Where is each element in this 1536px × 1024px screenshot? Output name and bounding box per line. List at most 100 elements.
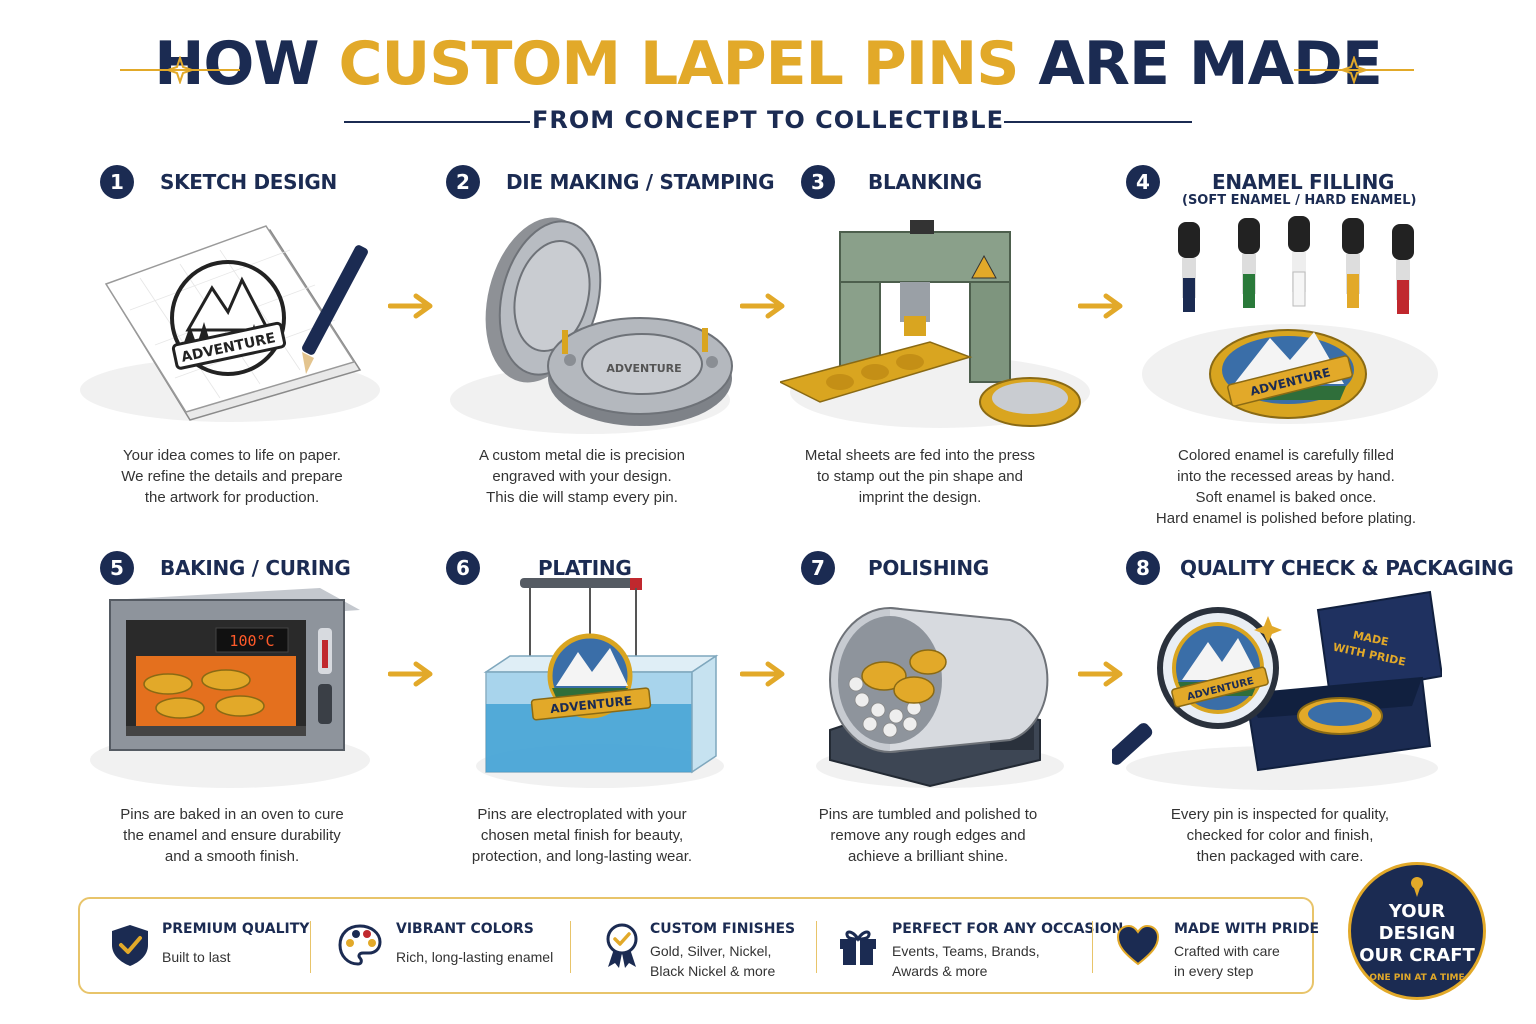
feature-text-line: Crafted with care bbox=[1174, 943, 1280, 959]
step-2-desc-line: engraved with your design. bbox=[492, 468, 672, 485]
subtitle-rule-left bbox=[344, 121, 530, 123]
die-pin-text: ADVENTURE bbox=[606, 362, 681, 375]
arrow-right-icon bbox=[388, 661, 433, 687]
brand-seal: YOUR DESIGN OUR CRAFT ONE PIN AT A TIME bbox=[1348, 862, 1486, 1000]
feature-text-line: in every step bbox=[1174, 963, 1254, 979]
subtitle-rule-right bbox=[1004, 121, 1192, 123]
step-5-number: 5 bbox=[100, 551, 134, 585]
step-2-desc-line: A custom metal die is precision bbox=[479, 447, 685, 464]
magnifier-icon: MADE WITH PRIDE ADVENTURE bbox=[1112, 590, 1442, 790]
feature-text-line: Black Nickel & more bbox=[650, 963, 776, 979]
feature-custom-finishes: CUSTOM FINISHES Gold, Silver, Nickel, Bl… bbox=[594, 899, 814, 992]
arrow-right-icon bbox=[740, 661, 785, 687]
arrow-right-icon bbox=[388, 293, 433, 319]
step-3-description: Metal sheets are fed into the press to s… bbox=[770, 445, 1070, 508]
step-4-desc-line: Soft enamel is baked once. bbox=[1195, 489, 1377, 506]
feature-title: PERFECT FOR ANY OCCASION bbox=[892, 921, 1124, 937]
gift-icon bbox=[840, 930, 876, 965]
step-8-desc-line: checked for color and finish, bbox=[1186, 827, 1374, 844]
feature-premium-quality: PREMIUM QUALITY Built to last bbox=[102, 899, 312, 992]
step-7-number: 7 bbox=[801, 551, 835, 585]
pin-icon bbox=[1411, 877, 1423, 897]
feature-vibrant-colors: VIBRANT COLORS Rich, long-lasting enamel bbox=[336, 899, 566, 992]
sparkle-icon bbox=[166, 56, 194, 84]
seal-line-1: YOUR DESIGN bbox=[1378, 901, 1456, 944]
step-6-title: PLATING bbox=[538, 556, 632, 580]
step-7-description: Pins are tumbled and polished to remove … bbox=[778, 804, 1078, 867]
step-4-desc-line: Hard enamel is polished before plating. bbox=[1155, 510, 1417, 527]
palette-icon bbox=[338, 924, 382, 966]
feature-divider bbox=[310, 921, 311, 973]
dropper-icon: ADVENTURE bbox=[1142, 216, 1438, 424]
step-4-description: Colored enamel is carefully filled into … bbox=[1136, 445, 1436, 529]
step-5-desc-line: Pins are baked in an oven to cure bbox=[120, 806, 344, 823]
feature-divider bbox=[816, 921, 817, 973]
oven-icon: 100°C bbox=[90, 588, 370, 788]
step-7-desc-line: Pins are tumbled and polished to bbox=[818, 806, 1038, 823]
step-5-description: Pins are baked in an oven to cure the en… bbox=[82, 804, 382, 867]
step-8-number: 8 bbox=[1126, 551, 1160, 585]
step-4-subtitle: (SOFT ENAMEL / HARD ENAMEL) bbox=[1182, 193, 1417, 208]
step-7-desc-line: achieve a brilliant shine. bbox=[847, 848, 1009, 865]
sparkle-icon bbox=[1340, 56, 1368, 84]
step-4-desc-line: into the recessed areas by hand. bbox=[1177, 468, 1395, 485]
tumbler-icon bbox=[816, 607, 1064, 788]
title-part-are-made: ARE MADE bbox=[1038, 29, 1382, 99]
step-1-number: 1 bbox=[100, 165, 134, 199]
seal-line-2: OUR CRAFT bbox=[1359, 945, 1475, 966]
shield-check-icon bbox=[112, 925, 148, 966]
step-8-title: QUALITY CHECK & PACKAGING bbox=[1180, 556, 1514, 580]
step-8-desc-line: Every pin is inspected for quality, bbox=[1170, 806, 1390, 823]
step-8-desc-line: then packaged with care. bbox=[1196, 848, 1364, 865]
page-subtitle: FROM CONCEPT TO COLLECTIBLE bbox=[532, 106, 1004, 134]
step-3-number: 3 bbox=[801, 165, 835, 199]
step-2-title: DIE MAKING / STAMPING bbox=[506, 170, 775, 194]
step-8-description: Every pin is inspected for quality, chec… bbox=[1130, 804, 1430, 867]
feature-title: VIBRANT COLORS bbox=[396, 921, 534, 937]
step-4-desc-line: Colored enamel is carefully filled bbox=[1178, 447, 1394, 464]
step-3-desc-line: to stamp out the pin shape and bbox=[817, 468, 1023, 485]
step-1-title: SKETCH DESIGN bbox=[160, 170, 337, 194]
feature-text: Gold, Silver, Nickel, Black Nickel & mor… bbox=[650, 941, 775, 981]
sketch-icon: ADVENTURE bbox=[80, 225, 380, 422]
step-5-desc-line: and a smooth finish. bbox=[164, 848, 300, 865]
seal-line-3: ONE PIN AT A TIME bbox=[1369, 973, 1465, 983]
title-rule-right bbox=[1294, 69, 1414, 71]
feature-made-with-pride: MADE WITH PRIDE Crafted with care in eve… bbox=[1114, 899, 1319, 992]
feature-text: Events, Teams, Brands, Awards & more bbox=[892, 941, 1040, 981]
title-part-highlight: CUSTOM LAPEL PINS bbox=[338, 29, 1019, 99]
step-2-desc-line: This die will stamp every pin. bbox=[486, 489, 678, 506]
step-1-description: Your idea comes to life on paper. We ref… bbox=[82, 445, 382, 508]
step-6-number: 6 bbox=[446, 551, 480, 585]
step-1-desc-line: the artwork for production. bbox=[144, 489, 320, 506]
step-7-desc-line: remove any rough edges and bbox=[830, 827, 1026, 844]
step-4-number: 4 bbox=[1126, 165, 1160, 199]
feature-text: Crafted with care in every step bbox=[1174, 941, 1280, 981]
page-title: HOW CUSTOM LAPEL PINS ARE MADE bbox=[0, 28, 1536, 100]
step-2-number: 2 bbox=[446, 165, 480, 199]
step-5-desc-line: the enamel and ensure durability bbox=[123, 827, 341, 844]
step-4-title: ENAMEL FILLING bbox=[1212, 170, 1395, 194]
arrow-right-icon bbox=[1078, 293, 1123, 319]
step-6-desc-line: protection, and long-lasting wear. bbox=[471, 848, 693, 865]
step-2-description: A custom metal die is precision engraved… bbox=[432, 445, 732, 508]
step-3-desc-line: Metal sheets are fed into the press bbox=[804, 447, 1036, 464]
title-rule-left bbox=[120, 69, 240, 71]
heart-icon bbox=[1116, 924, 1160, 966]
features-bar: PREMIUM QUALITY Built to last VIBRANT CO… bbox=[78, 897, 1319, 994]
oven-display-text: 100°C bbox=[229, 632, 274, 650]
feature-text: Rich, long-lasting enamel bbox=[396, 947, 553, 967]
step-6-desc-line: Pins are electroplated with your bbox=[477, 806, 687, 823]
feature-text-line: Gold, Silver, Nickel, bbox=[650, 943, 772, 959]
plating-tank-icon: ADVENTURE bbox=[476, 578, 724, 788]
feature-text: Built to last bbox=[162, 947, 230, 967]
feature-text-line: Awards & more bbox=[892, 963, 988, 979]
step-3-desc-line: imprint the design. bbox=[858, 489, 982, 506]
feature-text-line: Events, Teams, Brands, bbox=[892, 943, 1040, 959]
press-icon bbox=[780, 220, 1090, 428]
feature-divider bbox=[1092, 921, 1093, 973]
feature-title: CUSTOM FINISHES bbox=[650, 921, 796, 937]
feature-text-line: Rich, long-lasting enamel bbox=[396, 949, 554, 965]
step-5-title: BAKING / CURING bbox=[160, 556, 351, 580]
feature-any-occasion: PERFECT FOR ANY OCCASION Events, Teams, … bbox=[834, 899, 1123, 992]
